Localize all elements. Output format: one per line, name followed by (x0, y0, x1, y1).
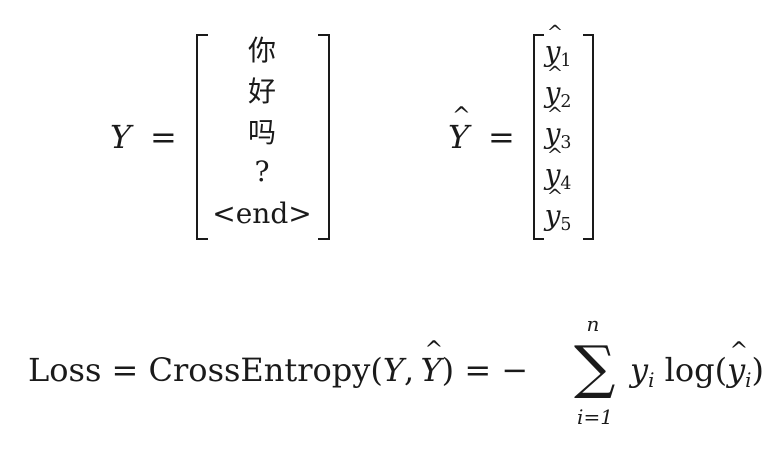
entry-base: y (544, 199, 561, 232)
term-sub: i (648, 368, 655, 392)
y-matrix-entry: 你 (247, 34, 276, 67)
hat-accent: ^ (546, 144, 564, 168)
sum-symbol: ∑ (574, 333, 616, 401)
hat-accent: ^ (451, 102, 471, 129)
yhat-matrix-entry: ^y3 (493, 105, 623, 163)
yhat-matrix-entry: ^y4 (493, 146, 623, 204)
arg-yhat-base: Y (420, 351, 442, 389)
entry-base: y (544, 76, 561, 109)
y-matrix-entry: <end> (212, 197, 312, 230)
y-matrix-lhs: Y (110, 118, 132, 156)
entry-sub: 4 (560, 174, 572, 195)
entry-sub: 2 (560, 92, 572, 113)
hat-accent: ^ (546, 21, 564, 45)
yhat-matrix-right-bracket (583, 34, 594, 240)
hat-accent: ^ (424, 336, 444, 363)
loss-equals: = (111, 351, 139, 389)
entry-base: y (544, 117, 561, 150)
y-matrix-left-bracket (196, 34, 208, 240)
arg-yhat: ,^Y (420, 338, 444, 390)
yhat-matrix-equals: = (488, 118, 515, 156)
term-y: y (630, 351, 649, 389)
entry-base: y (544, 35, 561, 68)
yhat-matrix-lhs: ^Y (448, 104, 471, 157)
arg-y: Y (382, 351, 404, 389)
comma: , (403, 351, 415, 389)
hat-accent: ^ (546, 103, 564, 127)
hat-accent: ^ (546, 62, 564, 86)
y-matrix-equals: = (150, 118, 177, 156)
y-matrix-entry: 吗 (247, 116, 276, 149)
result-equals: = (464, 351, 492, 389)
sum-lower-limit: i=1 (577, 405, 613, 429)
yhat-matrix-entry: ^y5 (493, 187, 623, 245)
entry-sub: 5 (560, 215, 572, 236)
yhat-matrix-left-bracket (533, 34, 544, 240)
y-matrix-entry: 好 (247, 75, 276, 108)
entry-sub: 3 (560, 133, 572, 154)
yhat-matrix-entry: ^y1 (493, 23, 623, 81)
open-paren: ( (370, 351, 383, 389)
log-open-paren: ( (714, 351, 728, 389)
log-arg: ^y (727, 340, 748, 390)
sum-upper-limit: n (586, 312, 600, 336)
log-arg-base: y (727, 351, 746, 389)
sum-term: yi log(^yi) (630, 340, 764, 401)
log-function: log (664, 351, 715, 389)
log-close-paren: ) (751, 351, 764, 389)
entry-sub: 1 (560, 51, 572, 72)
crossentropy-function: CrossEntropy (148, 351, 371, 389)
hat-accent: ^ (546, 185, 564, 209)
hat-accent: ^ (729, 337, 749, 364)
loss-equation-left: Loss = CrossEntropy(Y, ,^Y) = − (28, 338, 529, 390)
yhat-matrix-entry: ^y2 (493, 64, 623, 122)
y-matrix-right-bracket (318, 34, 330, 240)
log-arg-sub: i (745, 368, 752, 392)
yhat-lhs-base: Y (448, 118, 470, 156)
entry-base: y (544, 158, 561, 191)
y-matrix-entry: ? (254, 155, 270, 188)
close-paren: ) (441, 351, 455, 389)
minus-sign: − (501, 351, 529, 389)
loss-label: Loss (28, 351, 102, 389)
